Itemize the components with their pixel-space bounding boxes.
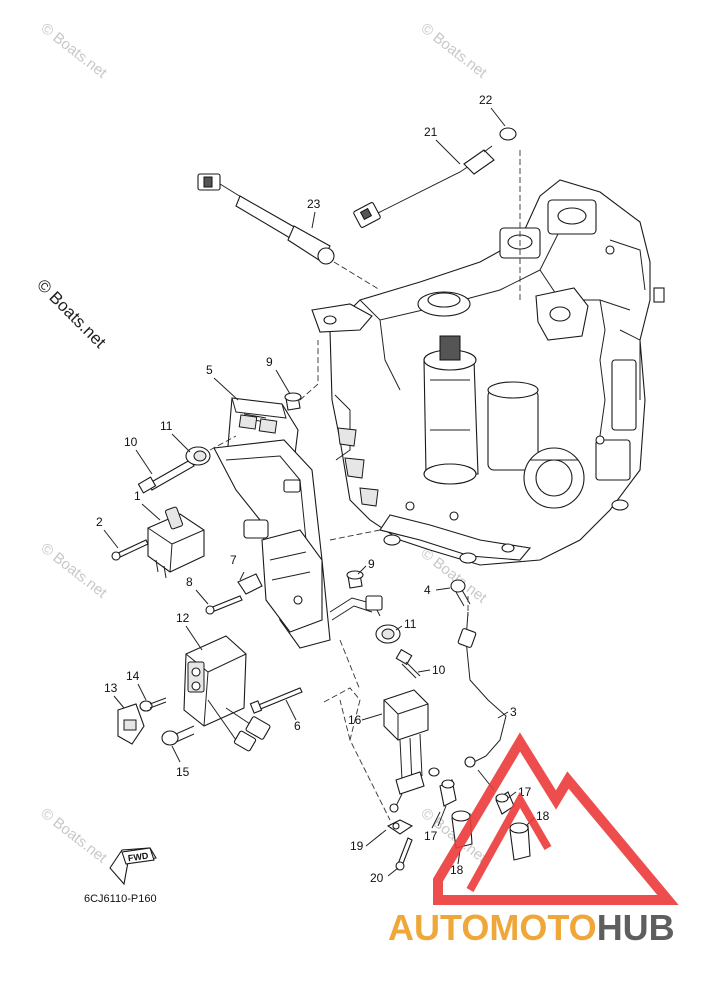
svg-text:AUTOMOTOHUB: AUTOMOTOHUB: [388, 907, 675, 948]
watermark-faint: © Boats.net: [38, 805, 111, 867]
watermark-faint: © Boats.net: [418, 20, 491, 82]
part-8-screw: [205, 595, 243, 615]
part-number-label: 22: [479, 93, 493, 107]
part-number-label: 17: [424, 829, 438, 843]
part-number-label: 9: [266, 355, 273, 369]
automotohub-wordmark: AUTOMOTOHUB: [388, 904, 708, 950]
part-number-label: 1: [134, 489, 141, 503]
part-number-label: 15: [176, 765, 190, 779]
part-number-label: 2: [96, 515, 103, 529]
part-1-relay: [111, 506, 205, 579]
part-number-label: 18: [536, 809, 550, 823]
automotohub-logo-triangles: [433, 732, 679, 905]
part-number-label: 14: [126, 669, 140, 683]
part-number-label: 12: [176, 611, 190, 625]
part-number-label: 11: [160, 419, 173, 433]
part-number-label: 3: [510, 705, 517, 719]
fwd-direction-arrow: FWD: [109, 847, 157, 886]
part-number-label: 6: [294, 719, 301, 733]
part-number-label: 20: [370, 871, 384, 885]
part-12-cdi-unit: [183, 635, 271, 752]
part-11-grommet-lower: [375, 624, 401, 644]
brand-hub: HUB: [597, 907, 675, 948]
part-14-bolt: [139, 697, 167, 712]
part-number-label: 18: [450, 863, 464, 877]
part-23-sensor: [197, 173, 381, 291]
part-9-lower: [346, 570, 364, 589]
part-number-label: 10: [432, 663, 446, 677]
engine-block: [311, 179, 665, 566]
part-number-label: 7: [230, 553, 237, 567]
part-6-bolt: [249, 687, 303, 714]
part-number-label: 9: [368, 557, 375, 571]
part-20-screw: [395, 837, 413, 871]
part-number-label: 23: [307, 197, 321, 211]
part-number-label: 8: [186, 575, 193, 589]
part-13-cap: [117, 703, 145, 745]
wire-harness: [329, 595, 383, 691]
part-4-bolt: [450, 579, 471, 607]
watermark-faint: © Boats.net: [38, 540, 111, 602]
part-19-clamp: [386, 819, 414, 835]
brand-auto: AUTO: [388, 907, 489, 948]
part-number-label: 5: [206, 363, 213, 377]
part-15-bolt: [161, 725, 195, 746]
part-10-11-upper: [137, 435, 237, 494]
fwd-label: FWD: [127, 851, 149, 864]
brand-moto: MOTO: [489, 907, 596, 948]
part-number-label: 10: [124, 435, 138, 449]
part-21-temperature-sender: [353, 127, 521, 300]
part-9-collar: [284, 340, 319, 411]
part-7-clip: [237, 571, 263, 595]
ecu-bracket: [213, 439, 331, 649]
part-number-label: 13: [104, 681, 118, 695]
part-number-label: 11: [404, 617, 417, 631]
watermark-main: © Boats.net: [33, 275, 110, 352]
part-10-bolt-lower: [395, 648, 421, 679]
part-number-label: 4: [424, 583, 431, 597]
watermark-faint: © Boats.net: [38, 20, 111, 82]
part-number-label: 19: [350, 839, 364, 853]
part-number-label: 21: [424, 125, 438, 139]
part-3-ground-lead: [457, 596, 507, 768]
drawing-code: 6CJ6110-P160: [84, 893, 157, 905]
part-16-relay: [383, 689, 429, 813]
part-17-bolts: [428, 767, 515, 827]
